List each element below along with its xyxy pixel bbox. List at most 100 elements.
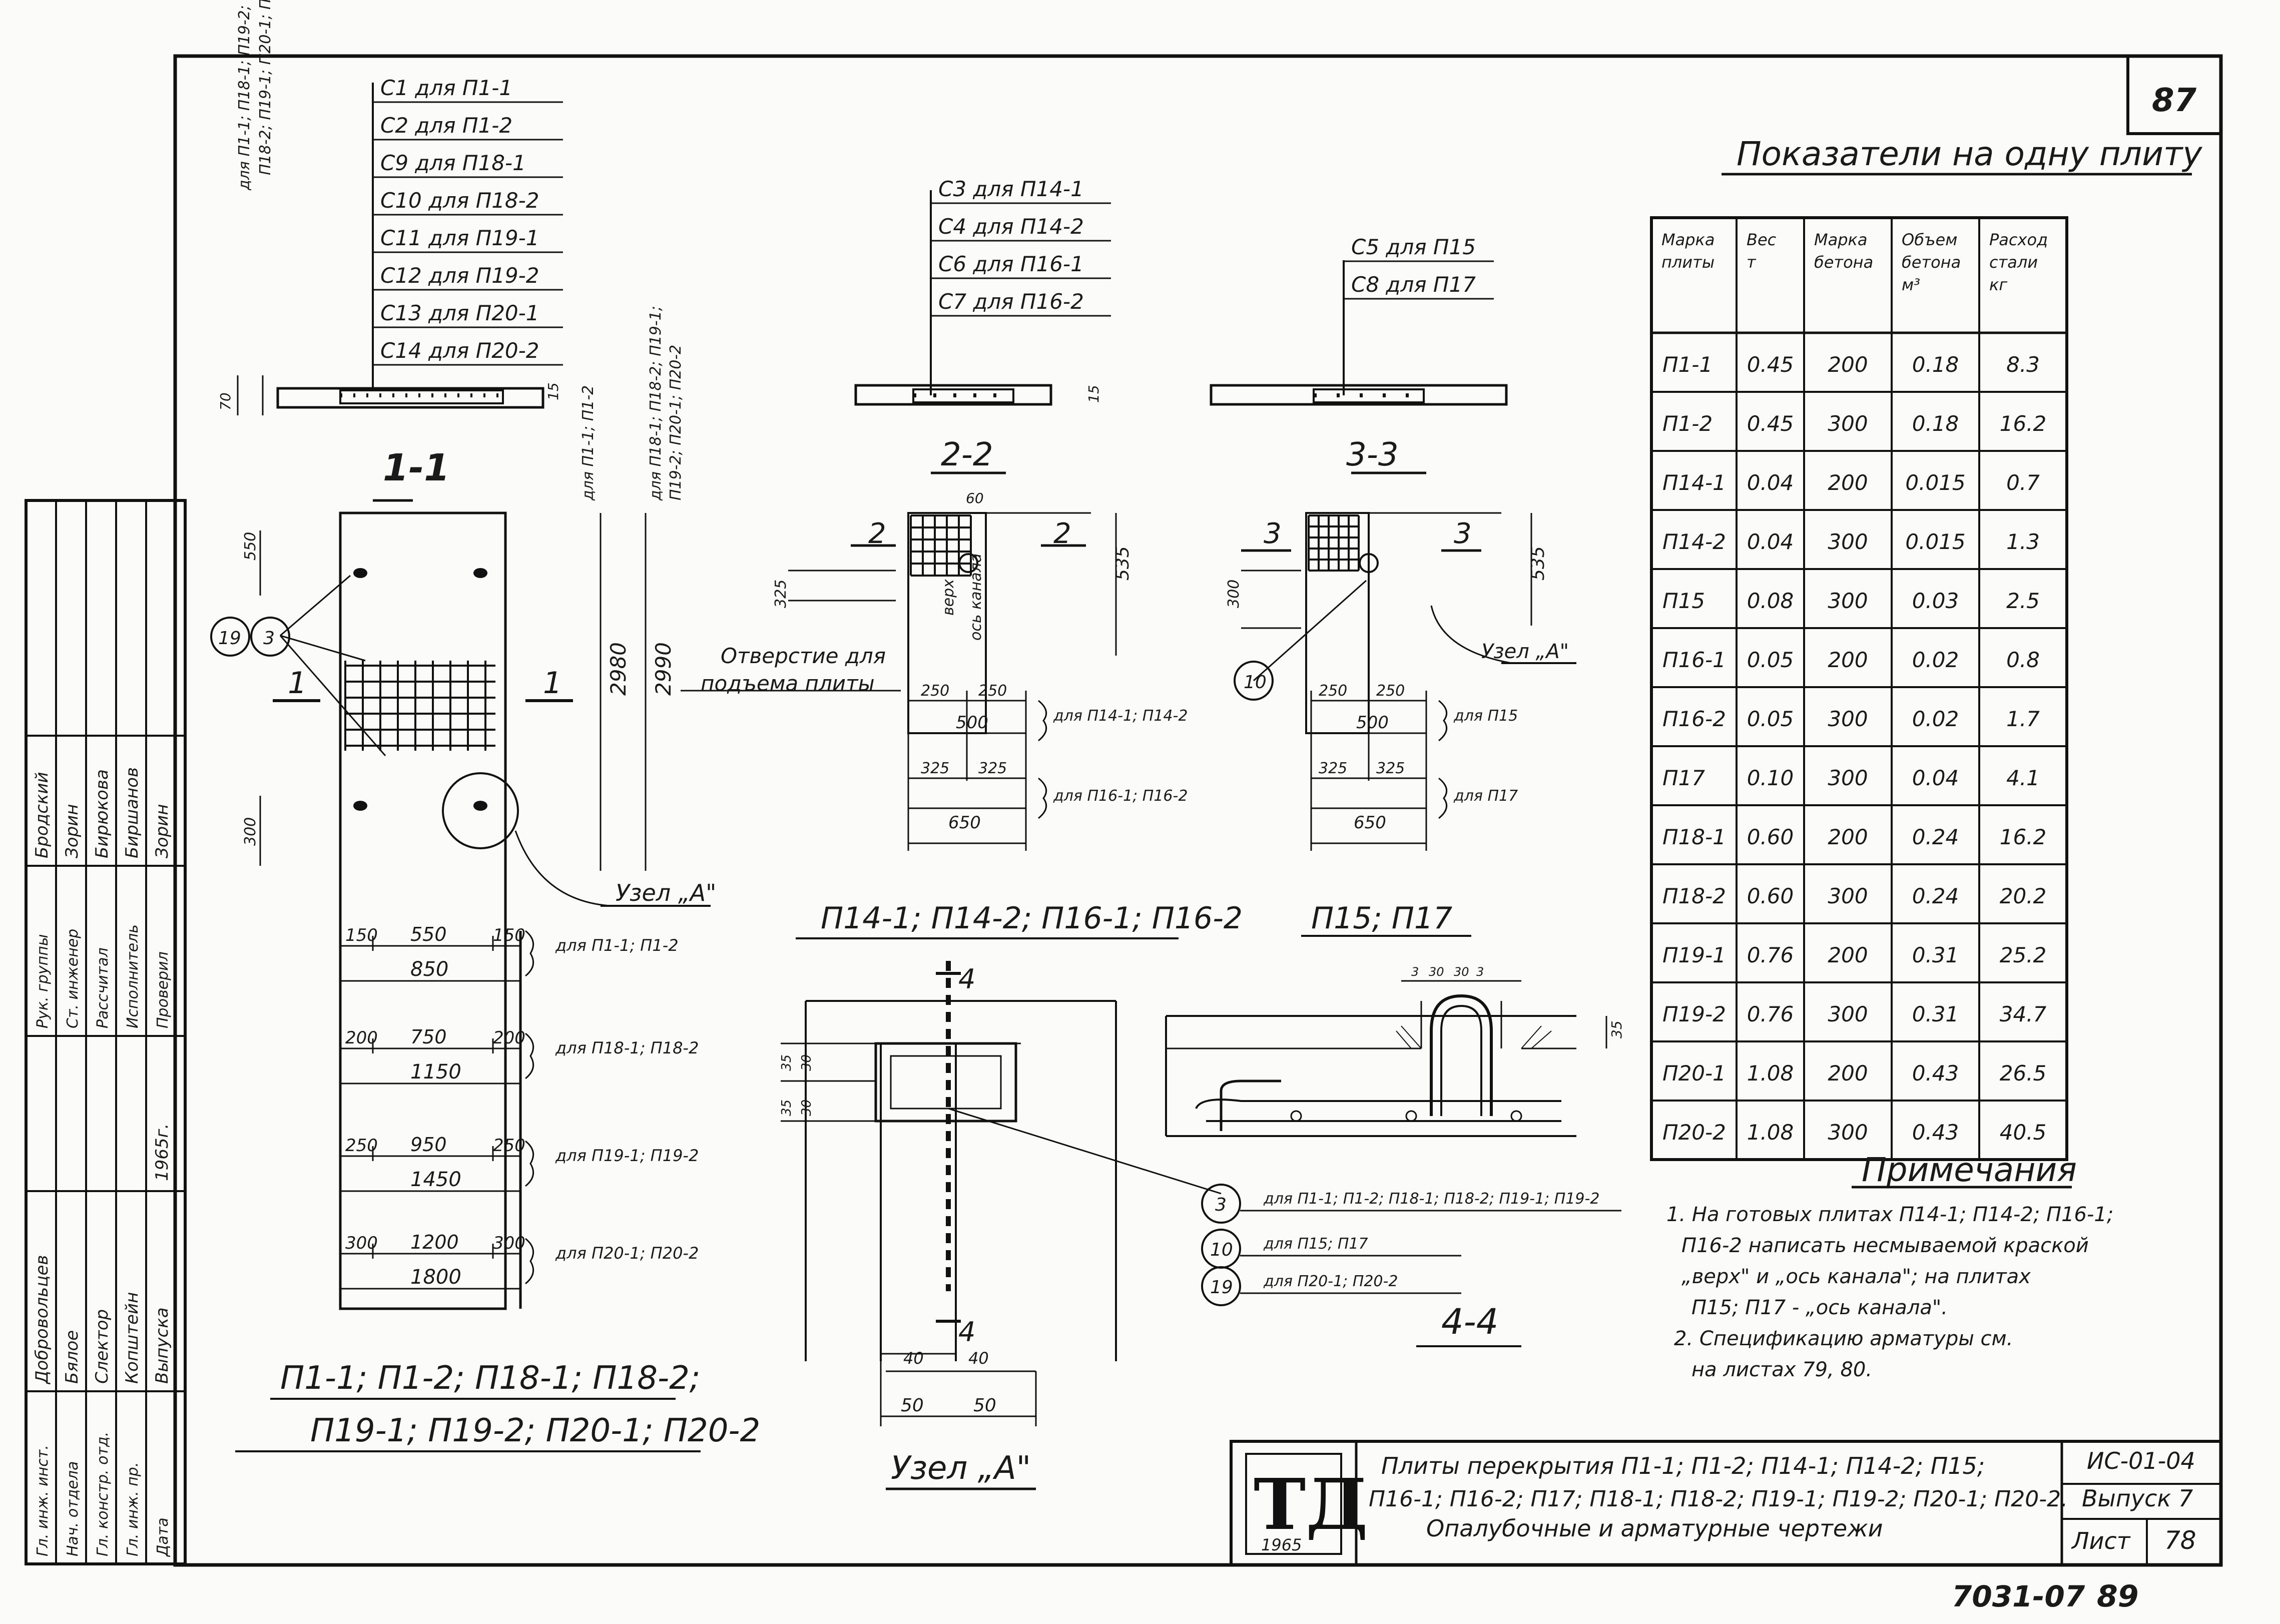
table-cell: 0.015 (1905, 470, 1965, 495)
table-cell: 200 (1828, 943, 1868, 967)
table-cell: 300 (1828, 766, 1868, 790)
dim-brace (525, 1238, 534, 1285)
table-cell: П14-2 (1662, 529, 1726, 554)
table-cell: 0.76 (1747, 1002, 1794, 1026)
dim-total: 1150 (410, 1060, 461, 1084)
note-line: 1. На готовых плитах П14-1; П14-2; П16-1… (1666, 1203, 2113, 1226)
table-header: м³ (1902, 275, 1920, 294)
side-name-2: Зорин (152, 804, 172, 858)
table-cell: 0.24 (1912, 884, 1959, 908)
section-mark: 4 (958, 1316, 975, 1348)
table-header: стали (1989, 253, 2038, 272)
mesh-mark: С1 для П1-1 (380, 76, 512, 100)
dim: 250 (978, 682, 1007, 700)
stamp-issue: Выпуск 7 (2082, 1485, 2193, 1512)
section-mark: 2 (1053, 517, 1071, 550)
mesh-mark: С2 для П1-2 (380, 113, 512, 138)
side-role-2: Исполнитель (124, 924, 142, 1028)
section-mark: 1 (543, 666, 562, 701)
dim-note: для П18-1; П18-2 (555, 1038, 699, 1057)
side-role: Дата (154, 1517, 172, 1557)
note: для П15 (1453, 707, 1518, 725)
table-cell: П19-2 (1662, 1002, 1726, 1026)
side-label: для П18-1; П18-2; П19-1; (647, 306, 665, 501)
mesh-mark: С8 для П17 (1351, 272, 1476, 297)
sheet-frame (173, 54, 2223, 1567)
dim: 15 (1085, 385, 1102, 403)
dim-end: 300 (242, 817, 259, 846)
reinforcement-mesh (344, 661, 495, 751)
dim: 30 (1454, 965, 1469, 979)
table-cell: П17 (1662, 766, 1705, 790)
title-block (1230, 1440, 2222, 1566)
section-label-1-1: 1-1 (383, 446, 450, 489)
table-cell: 0.05 (1747, 707, 1794, 731)
mesh-mark: С13 для П20-1 (380, 301, 539, 325)
dim: 650 (1354, 813, 1386, 833)
side-role-2: Рассчитал (94, 947, 112, 1028)
title-year: 1965 (1261, 1535, 1302, 1554)
dim: 250 (1319, 682, 1347, 700)
side-name: Выпуска (152, 1307, 172, 1384)
section-2-2 (681, 190, 1117, 851)
dim: 650 (948, 813, 981, 833)
mesh-mark: С14 для П20-2 (380, 338, 539, 363)
table-cell: П20-2 (1662, 1120, 1726, 1145)
hole-label: Отверстие для (721, 644, 886, 668)
dim: 30 (1429, 965, 1444, 979)
dim-height: 2980 (606, 642, 631, 696)
dim: 535 (1528, 546, 1548, 581)
dim: 250 (921, 682, 949, 700)
table-cell: 300 (1828, 589, 1868, 613)
table-cell: П16-2 (1662, 707, 1726, 731)
dim: 35 (779, 1054, 794, 1071)
table-cell: 26.5 (2000, 1061, 2047, 1086)
callout-circle (210, 617, 250, 657)
dim: 325 (1376, 760, 1405, 777)
table-cell: 0.43 (1912, 1061, 1959, 1086)
callout-text: для П15; П17 (1263, 1235, 1368, 1253)
dim: 500 (1356, 713, 1389, 733)
mesh-mark: С12 для П19-2 (380, 263, 539, 288)
table-cell: 0.02 (1912, 707, 1959, 731)
stamp-sheet-label: Лист (2071, 1527, 2131, 1554)
stamp-title-line: Плиты перекрытия П1-1; П1-2; П14-1; П14-… (1381, 1452, 1985, 1479)
mesh-mark: С10 для П18-2 (380, 188, 539, 213)
footer-number: 7031-07 (1952, 1579, 2085, 1613)
table-cell: П18-1 (1662, 825, 1726, 849)
side-name-2: Бирюкова (92, 769, 112, 858)
dim-brace (525, 930, 534, 977)
dim: 50 (901, 1395, 924, 1416)
table-cell: 300 (1828, 707, 1868, 731)
callout-text: для П20-1; П20-2 (1263, 1273, 1398, 1290)
table-cell: П1-1 (1662, 352, 1713, 377)
mesh-mark: С6 для П16-1 (938, 252, 1084, 276)
note-line: П15; П17 - „ось канала". (1691, 1296, 1948, 1319)
table-header: Объем (1902, 230, 1957, 249)
section-label: 3-3 (1346, 436, 1399, 473)
table-header: бетона (1814, 253, 1873, 272)
table-cell: 0.60 (1747, 884, 1794, 908)
dim-note: для П20-1; П20-2 (555, 1244, 699, 1263)
node-label: Узел „А" (1481, 640, 1569, 663)
table-header: кг (1989, 275, 2007, 294)
dim-part: 1200 (410, 1231, 459, 1253)
dim: 40 (903, 1349, 924, 1368)
dim-total: 850 (410, 958, 448, 981)
table-cell: 0.76 (1747, 943, 1794, 967)
table-cell: П15 (1662, 589, 1705, 613)
callout-text: для П1-1; П1-2; П18-1; П18-2; П19-1; П19… (1263, 1190, 1599, 1208)
node-a-label-main: Узел „А" (616, 879, 716, 906)
stamp-code: ИС-01-04 (2087, 1447, 2195, 1474)
table-cell: 0.02 (1912, 648, 1959, 672)
dim-total: 1800 (410, 1266, 461, 1289)
axis-label: ось канала (967, 554, 985, 641)
side-name-2: Бродский (32, 772, 52, 858)
table-cell: 0.43 (1912, 1120, 1959, 1145)
side-role: Гл. инж. инст. (34, 1445, 52, 1556)
dim: 325 (978, 760, 1007, 777)
